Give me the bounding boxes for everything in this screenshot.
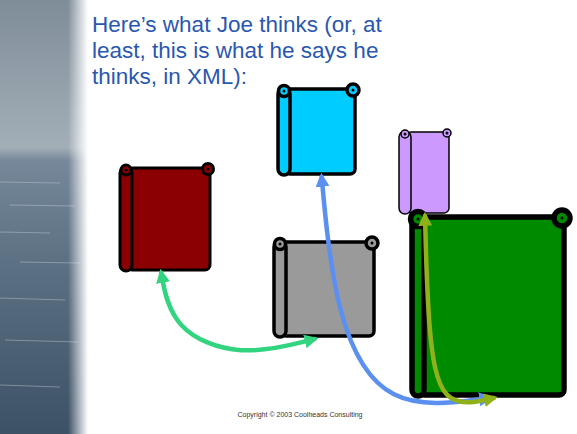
- scroll-outline: [118, 163, 214, 273]
- scroll-roll: [120, 167, 132, 271]
- scroll-sheet: [127, 168, 210, 270]
- scroll-outline: [410, 212, 568, 398]
- scroll-curl: [443, 129, 451, 137]
- copyright-notice: Copyright © 2003 Coolheads Consulting: [200, 411, 400, 418]
- scroll-curl: [347, 84, 359, 96]
- scroll-curl-center: [207, 168, 210, 171]
- scroll-curl-center: [561, 217, 564, 220]
- scroll-roll-top: [279, 86, 290, 97]
- scroll-roll-center: [125, 169, 128, 172]
- scroll-curl-center: [371, 242, 374, 245]
- scroll-curl: [554, 210, 570, 226]
- scroll-icon: [272, 237, 378, 339]
- double-arrow: [425, 216, 494, 402]
- scroll-roll-top: [121, 165, 131, 175]
- sea-fade: [68, 0, 88, 434]
- scroll-sheet: [285, 89, 355, 174]
- scroll-outline: [276, 84, 359, 177]
- scroll-icon: [118, 163, 214, 273]
- sea-photo: [0, 0, 88, 434]
- scroll-sheet: [419, 217, 564, 395]
- scroll-curl: [366, 237, 378, 249]
- scroll-outline: [272, 237, 378, 339]
- scroll-curl-center: [352, 89, 355, 92]
- scroll-sheet: [406, 132, 449, 213]
- slide-title: Here’s what Joe thinks (or, at least, th…: [92, 12, 412, 90]
- scroll-roll-center: [283, 90, 286, 93]
- scroll-icon: [410, 212, 568, 398]
- scroll-sheet: [281, 242, 374, 336]
- sea-background: [0, 0, 88, 434]
- scroll-roll-top: [275, 239, 286, 250]
- scroll-icon: [276, 84, 359, 177]
- scroll-outline: [397, 127, 453, 216]
- scroll-roll-center: [279, 243, 282, 246]
- scroll-roll: [278, 88, 290, 175]
- scroll-icon: [397, 127, 453, 216]
- scroll-roll: [274, 241, 286, 337]
- scroll-roll-top: [401, 130, 409, 138]
- double-arrow: [322, 177, 489, 403]
- double-arrow: [161, 273, 314, 350]
- scroll-roll-center: [404, 133, 407, 136]
- scroll-roll-center: [417, 218, 420, 221]
- scroll-curl-center: [446, 132, 449, 135]
- scroll-roll: [412, 216, 424, 396]
- scroll-curl: [203, 164, 214, 175]
- scroll-roll-top: [411, 212, 426, 227]
- scroll-roll: [399, 131, 411, 214]
